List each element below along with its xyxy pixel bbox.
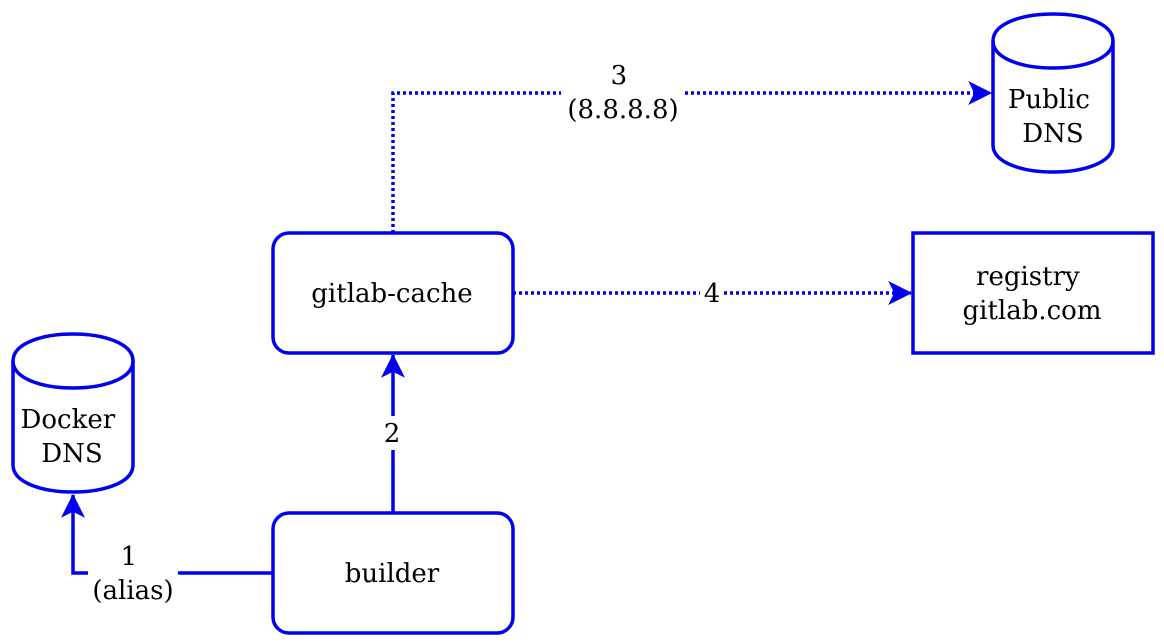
edge-public-dns-label-line2: (8.8.8.8): [567, 95, 678, 125]
node-public-dns: Public DNS: [991, 12, 1115, 174]
edge-public-dns-label: 3 (8.8.8.8): [567, 61, 678, 125]
edge-cache-label: 2: [384, 419, 401, 449]
edge-registry-label: 4: [704, 279, 721, 309]
node-gitlab-cache-label: gitlab-cache: [311, 279, 472, 309]
node-docker-dns-rim: [11, 360, 135, 390]
edge-registry: 4: [513, 279, 911, 309]
edge-alias-label-line1: 1: [121, 542, 138, 572]
node-gitlab-cache-box: [271, 231, 515, 355]
edge-public-dns-label-line1: 3: [611, 61, 628, 91]
edge-public-dns-line: [391, 93, 991, 233]
edge-alias: 1 (alias): [73, 495, 273, 606]
node-docker-dns-label: Docker DNS: [21, 405, 124, 469]
node-docker-dns: Docker DNS: [11, 332, 135, 494]
node-public-dns-rim: [991, 40, 1115, 70]
node-public-dns-label-line2: DNS: [1022, 119, 1083, 149]
node-builder: builder: [271, 511, 515, 635]
edge-alias-line: [73, 495, 273, 575]
edge-alias-label-line2: (alias): [92, 576, 173, 606]
edge-cache: 2: [384, 355, 401, 513]
node-docker-dns-label-line1: Docker: [21, 405, 116, 435]
node-builder-label: builder: [345, 559, 440, 589]
edge-alias-label: 1 (alias): [92, 542, 173, 606]
node-public-dns-label-line1: Public: [1008, 85, 1090, 115]
node-gitlab-cache: gitlab-cache: [271, 231, 515, 355]
node-registry-label-line1: registry: [976, 262, 1080, 292]
node-registry-label: registry gitlab.com: [962, 262, 1101, 326]
node-registry-box: [911, 231, 1155, 355]
node-docker-dns-label-line2: DNS: [41, 439, 102, 469]
node-public-dns-body: [991, 12, 1115, 174]
node-builder-box: [271, 511, 515, 635]
node-docker-dns-body: [11, 332, 135, 494]
node-registry: registry gitlab.com: [911, 231, 1155, 355]
node-public-dns-label: Public DNS: [1008, 85, 1098, 149]
node-registry-label-line2: gitlab.com: [962, 296, 1101, 326]
edge-public-dns: 3 (8.8.8.8): [391, 61, 991, 233]
